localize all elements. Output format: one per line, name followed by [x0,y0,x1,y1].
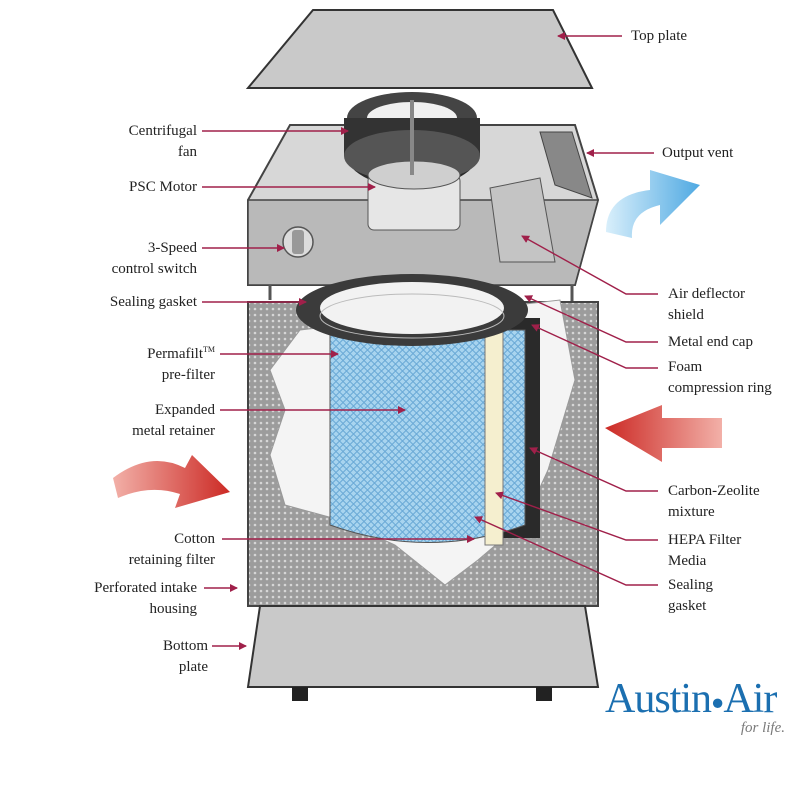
logo-tagline: for life. [740,720,785,736]
label-metal-end-cap: Metal end cap [668,334,753,350]
psc-motor [367,100,461,231]
air-deflector-shield [489,177,556,263]
label-hepa: HEPA Filter Media [668,532,742,569]
label-sealing-gasket-top: Sealing gasket [109,294,197,310]
sealing-gasket-ring [296,274,528,346]
leader-carbon-zeolite [529,447,658,492]
leader-air-deflector [521,235,658,295]
austin-air-logo: Austin●Air for life. [605,676,795,746]
label-bottom-plate: Bottom plate [162,638,208,675]
bottom-plate [246,605,600,701]
logo-wordmark: Austin●Air [605,676,777,722]
label-cotton: Cotton retaining filter [128,531,215,568]
label-foam-ring: Foam compression ring [668,359,772,396]
label-top-plate: Top plate [631,28,688,44]
hepa-filter-cylinder [329,309,526,546]
label-output-vent: Output vent [662,145,734,161]
leader-foam-ring [531,324,658,369]
label-expanded-metal: Expanded metal retainer [132,402,215,439]
label-speed-switch: 3-Speed control switch [111,240,197,277]
leader-hepa [495,491,658,541]
label-air-deflector: Air deflector shield [668,286,746,323]
output-vent [539,131,593,199]
speed-switch-knob [282,226,314,258]
output-airflow-arrow [606,170,700,238]
label-centrifugal-fan: Centrifugal fan [128,123,197,160]
intake-airflow-arrow-right [605,405,722,462]
label-sealing-gasket-bottom: Sealing gasket [668,577,713,614]
label-intake-housing: Perforated intake housing [94,580,197,617]
label-carbon-zeolite: Carbon-Zeolite mixture [668,483,760,520]
leader-sealing-gasket-bottom [474,516,658,586]
label-permafilt: PermafiltTM pre-filter [147,345,215,384]
label-psc-motor: PSC Motor [129,179,197,195]
intake-airflow-arrow-left [113,455,230,508]
leader-lines [202,32,658,650]
leader-metal-end-cap [524,295,658,343]
top-plate [245,9,594,89]
